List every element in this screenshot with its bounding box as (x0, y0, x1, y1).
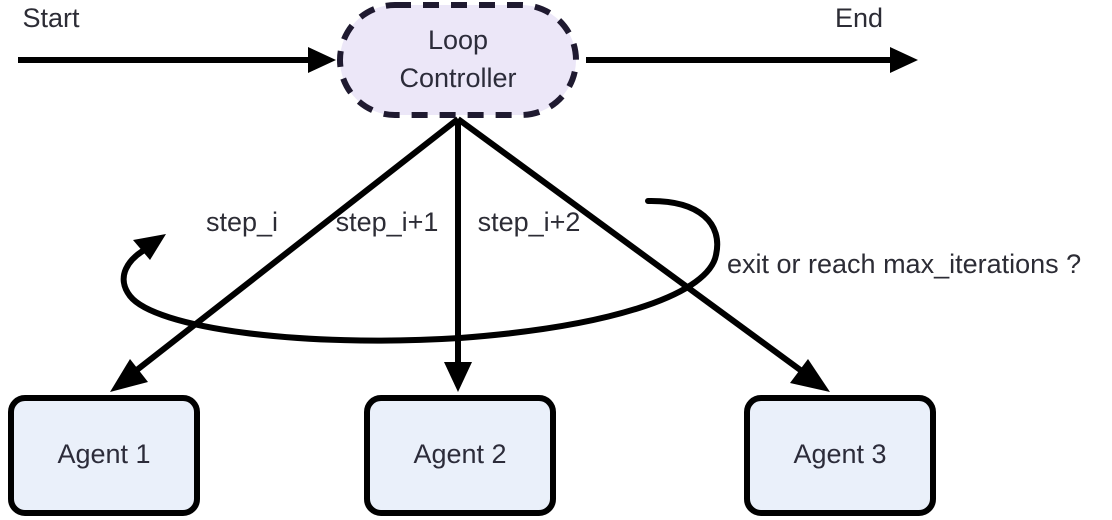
edge-end (586, 47, 918, 73)
edge-start (18, 47, 336, 73)
end-label: End (835, 3, 883, 33)
agent-3-shape[interactable] (744, 395, 936, 516)
agent2-arrowhead-icon (444, 362, 472, 392)
agent1-edge-line (122, 116, 460, 383)
edge-label-step-i-plus-1: step_i+1 (336, 207, 439, 237)
edge-label-feedback: exit or reach max_iterations ? (727, 249, 1081, 279)
agent-1-shape[interactable] (8, 395, 200, 516)
node-agent-3[interactable]: Agent 3 (744, 395, 936, 516)
agent-2-shape[interactable] (364, 395, 556, 516)
agent-1-label: Agent 1 (57, 439, 150, 469)
end-arrowhead-icon (890, 47, 918, 73)
node-agent-1[interactable]: Agent 1 (8, 395, 200, 516)
edge-controller-to-agent-3 (456, 116, 830, 392)
agent1-arrowhead-icon (110, 359, 148, 392)
loop-controller-shape[interactable] (337, 2, 579, 118)
edge-controller-to-agent-2 (444, 119, 472, 392)
agent-3-label: Agent 3 (793, 439, 886, 469)
start-arrowhead-icon (308, 47, 336, 73)
feedback-arrowhead-icon (133, 234, 166, 260)
loop-controller-label-line2: Controller (399, 63, 516, 93)
feedback-loop-curve (120, 197, 721, 344)
node-loop-controller[interactable]: Loop Controller (337, 2, 579, 118)
node-agent-2[interactable]: Agent 2 (364, 395, 556, 516)
start-label: Start (22, 3, 80, 33)
agent-2-label: Agent 2 (413, 439, 506, 469)
edge-label-step-i-plus-2: step_i+2 (478, 207, 581, 237)
agent3-edge-line (456, 116, 816, 383)
agent3-arrowhead-icon (790, 359, 830, 392)
loop-controller-label-line1: Loop (428, 25, 488, 55)
edge-controller-to-agent-1 (110, 116, 460, 392)
edge-feedback-loop (120, 197, 721, 344)
edge-label-step-i: step_i (206, 207, 278, 237)
